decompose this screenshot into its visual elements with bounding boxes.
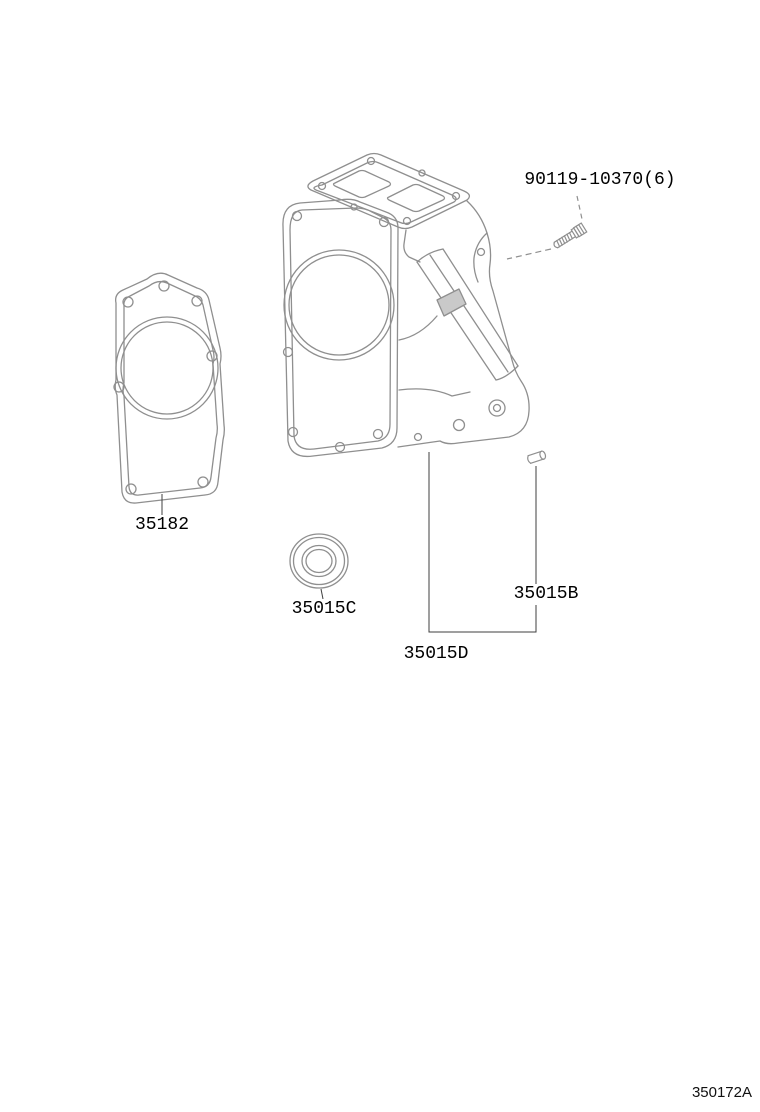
housing-part-label: 35015D — [401, 644, 471, 665]
bolt-drawing — [553, 222, 588, 249]
leader-lines — [161, 452, 537, 633]
gasket-part-label: 35182 — [132, 515, 192, 536]
seal-part-label: 35015C — [289, 599, 359, 620]
seal-leader-line — [320, 588, 324, 600]
bolt-part-label: 90119-10370(6) — [522, 170, 678, 191]
figure-code: 350172A — [691, 1084, 752, 1101]
bolt-label-dashed-line — [576, 195, 583, 220]
seal-drawing — [289, 533, 349, 589]
dashed-leader-lines — [506, 195, 583, 260]
plug-part-label: 35015B — [511, 584, 581, 605]
housing-drawing — [282, 152, 530, 458]
bolt-housing-dashed-line — [506, 248, 552, 260]
gasket-drawing — [113, 272, 225, 504]
housing-plug-leader-line — [428, 452, 537, 633]
plug-drawing — [527, 450, 547, 464]
